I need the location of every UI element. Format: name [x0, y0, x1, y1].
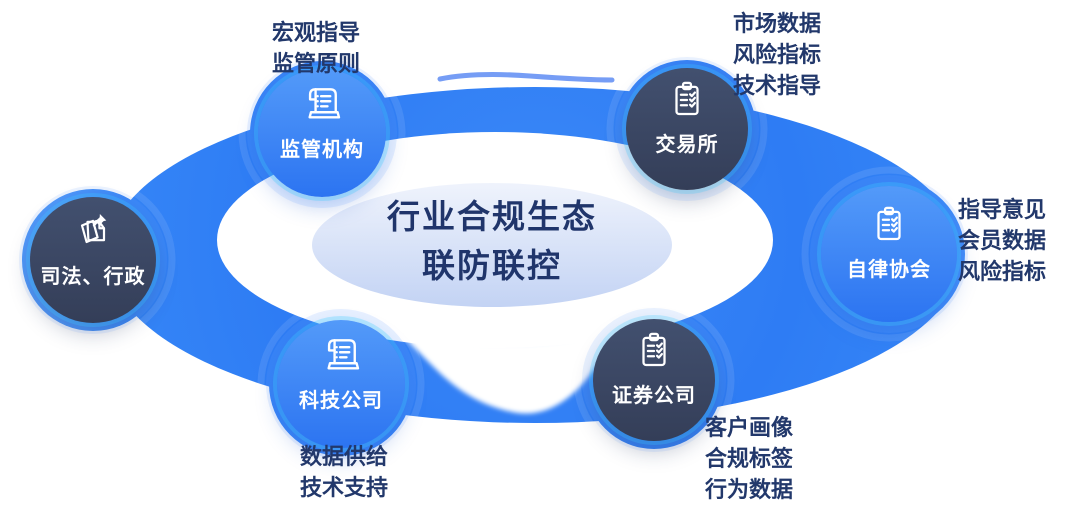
node-judicial-admin-label: 司法、行政 [40, 266, 146, 288]
annotation-line: 监管原则 [272, 51, 361, 76]
inner-ellipse [312, 183, 672, 307]
annotation-line: 数据供给 [300, 444, 389, 469]
annotation-exchange: 市场数据 风险指标 技术指导 [733, 8, 821, 101]
annotation-association: 指导意见 会员数据 风险指标 [958, 194, 1046, 287]
top-wave-highlight [437, 72, 615, 83]
annotation-line: 行为数据 [705, 477, 794, 502]
clipboard-icon [877, 206, 901, 241]
annotation-line: 会员数据 [958, 228, 1047, 253]
scroll-icon [308, 88, 341, 119]
annotation-securities-company: 客户画像 合规标签 行为数据 [705, 412, 793, 505]
node-regulator-label: 监管机构 [280, 139, 364, 161]
center-title: 行业合规生态 联防联控 [292, 192, 692, 290]
annotation-line: 市场数据 [733, 11, 822, 36]
node-exchange-label: 交易所 [655, 134, 719, 156]
annotation-line: 指导意见 [958, 197, 1047, 222]
node-exchange: 交易所 [626, 68, 748, 190]
node-tech-company-label: 科技公司 [299, 390, 383, 412]
pinned-note-icon [80, 214, 107, 244]
node-regulator: 监管机构 [258, 69, 386, 197]
annotation-line: 风险指标 [733, 42, 822, 67]
node-association-label: 自律协会 [847, 259, 931, 281]
annotation-line: 宏观指导 [272, 20, 361, 45]
bottom-white-wave [386, 322, 618, 414]
clipboard-icon [675, 81, 699, 116]
node-tech-company: 科技公司 [277, 320, 405, 448]
annotation-line: 技术指导 [733, 73, 822, 98]
node-securities-company-label: 证券公司 [612, 385, 696, 407]
node-association: 自律协会 [821, 186, 957, 322]
center-title-line2: 联防联控 [422, 247, 562, 284]
annotation-tech-company: 数据供给 技术支持 [300, 441, 388, 503]
annotation-line: 技术支持 [300, 475, 389, 500]
node-judicial-admin: 司法、行政 [30, 197, 156, 323]
annotation-line: 客户画像 [705, 415, 794, 440]
center-title-line1: 行业合规生态 [387, 198, 597, 235]
annotation-regulator: 宏观指导 监管原则 [272, 17, 360, 79]
clipboard-icon [642, 332, 666, 367]
annotation-line: 风险指标 [958, 259, 1047, 284]
scroll-icon [327, 339, 360, 370]
node-securities-company: 证券公司 [593, 319, 715, 441]
annotation-line: 合规标签 [705, 446, 794, 471]
